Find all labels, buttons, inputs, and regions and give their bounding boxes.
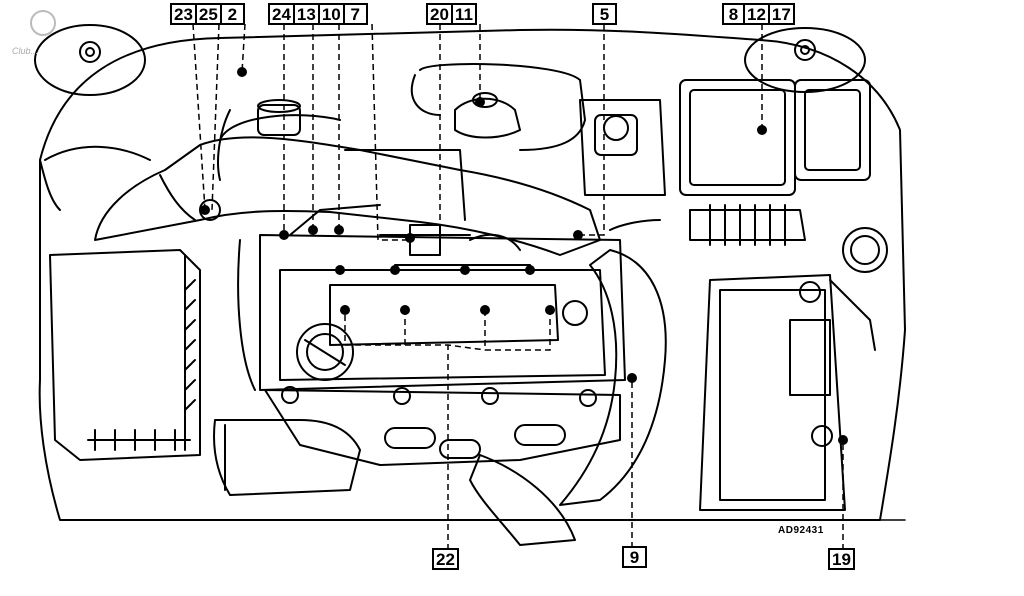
- callout-label: 17: [771, 4, 791, 24]
- filler-cap-right: [842, 227, 888, 273]
- watermark-text: Club...: [12, 46, 39, 56]
- battery-terminal-negative: [811, 425, 833, 447]
- callout-9: 9: [622, 546, 647, 568]
- intake-duct: [94, 136, 601, 256]
- callout-19: 19: [828, 548, 855, 570]
- callout-20-11: 20 11: [426, 3, 477, 25]
- callout-23-25-2: 23 25 2: [170, 3, 245, 25]
- engine-bay-outline: [38, 28, 906, 521]
- callout-label: 25: [197, 5, 222, 23]
- callout-24-13-10-7: 24 13 10 7: [268, 3, 368, 25]
- callout-22: 22: [432, 548, 459, 570]
- radiator-hose: [559, 249, 667, 506]
- battery-terminal-positive: [799, 281, 821, 303]
- callout-label: 19: [832, 549, 851, 569]
- air-filter-housing: [49, 249, 201, 461]
- callout-label: 12: [745, 5, 770, 23]
- callout-label: 24: [270, 5, 295, 23]
- figure-code: AD92431: [778, 525, 824, 536]
- callout-8-12-17: 8 12 17: [722, 3, 795, 25]
- callout-label: 22: [436, 549, 455, 569]
- callout-label: 5: [599, 4, 610, 24]
- lower-hose: [212, 419, 361, 496]
- callout-5: 5: [592, 3, 617, 25]
- callout-label: 23: [172, 5, 197, 23]
- callout-label: 2: [227, 4, 238, 24]
- callout-label: 7: [350, 4, 360, 24]
- oil-filler-cap: [296, 323, 354, 381]
- callout-label: 9: [629, 547, 640, 567]
- ribbed-hose: [689, 209, 806, 241]
- brake-fluid-reservoir: [594, 114, 638, 156]
- cam-cover: [259, 234, 626, 391]
- coolant-reservoir: [257, 104, 301, 136]
- fuse-relay-box: [679, 79, 796, 196]
- callout-label: 13: [295, 5, 320, 23]
- callout-label: 11: [454, 4, 473, 24]
- callout-label: 20: [428, 5, 453, 23]
- watermark-logo-icon: [30, 10, 56, 36]
- battery: [699, 274, 846, 511]
- callout-label: 8: [724, 5, 745, 23]
- left-strut-tower: [34, 24, 146, 96]
- callout-label: 10: [320, 5, 345, 23]
